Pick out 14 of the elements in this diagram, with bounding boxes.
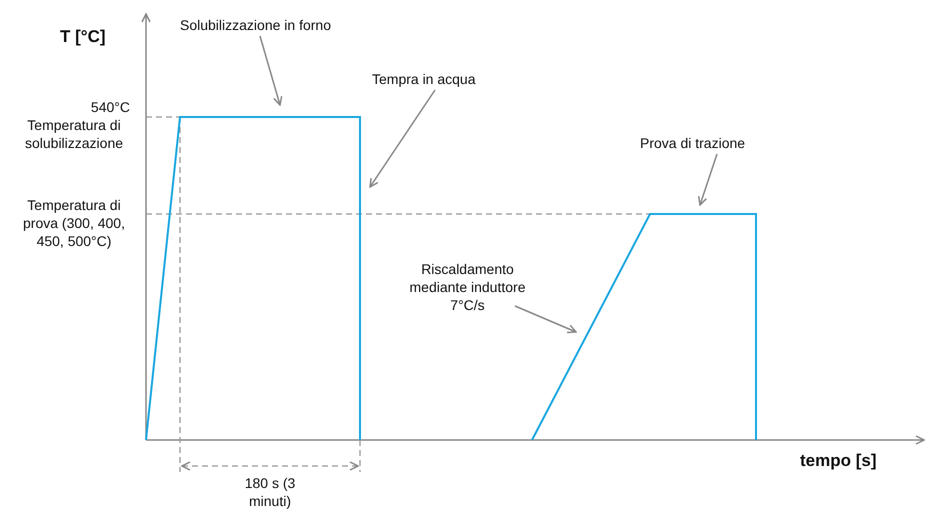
temperature-label: Temperatura di solubilizzazione bbox=[24, 116, 124, 152]
leader-arrow bbox=[514, 305, 577, 334]
temperature-label: Temperatura di prova (300, 400, 450, 500°C) bbox=[22, 196, 126, 250]
dimension-label: 180 s (3 minuti) bbox=[244, 474, 296, 510]
temperature-value: 540°C bbox=[90, 98, 130, 116]
axis-title: tempo [s] bbox=[800, 452, 878, 470]
callout-label: Prova di trazione bbox=[640, 134, 780, 152]
leader-arrow bbox=[259, 36, 282, 106]
callout-label: Riscaldamento mediante induttore 7°C/s bbox=[405, 260, 530, 314]
callout-label: Tempra in acqua bbox=[372, 70, 512, 88]
leader-arrow bbox=[369, 90, 436, 188]
callout-label: Solubilizzazione in forno bbox=[180, 16, 380, 34]
axis-title: T [°C] bbox=[60, 28, 107, 46]
leader-arrow bbox=[698, 154, 718, 206]
